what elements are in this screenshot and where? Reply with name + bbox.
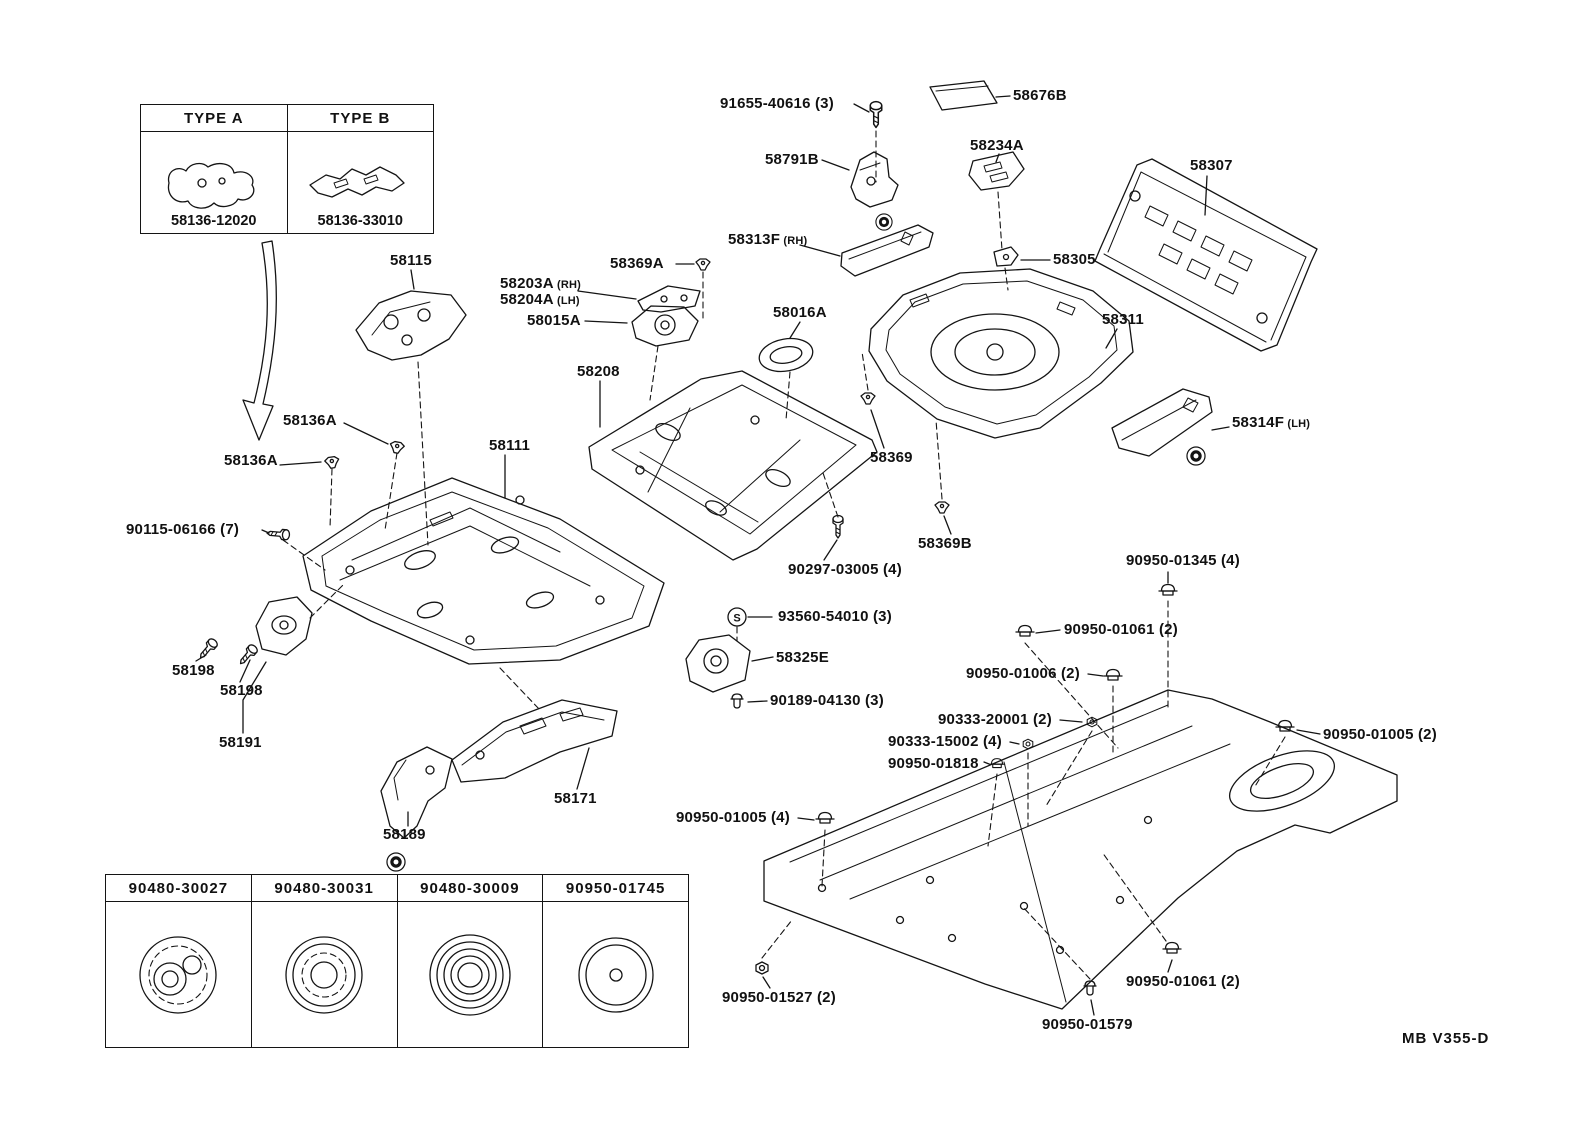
grommet-01061-icon — [1015, 624, 1035, 637]
type-a-part-number: 58136-12020 — [171, 213, 257, 229]
type-b-column: TYPE B 58136-33010 — [286, 105, 434, 233]
svg-text:S: S — [733, 613, 740, 625]
part-58307-drawing — [1094, 158, 1318, 352]
part-58171-drawing — [451, 699, 618, 783]
part-58234a-drawing — [968, 151, 1025, 191]
part-58305-drawing — [993, 246, 1019, 267]
type-table: TYPE A 58136-12020 TYPE B 58136-33010 — [140, 104, 434, 234]
grommet-column-3: 90480-30009 — [396, 875, 543, 1047]
part-58191-drawing — [255, 596, 313, 656]
grommet-ring-icon — [875, 213, 893, 231]
plug-90189-icon — [730, 693, 744, 709]
part-58208-drawing — [588, 370, 878, 561]
type-b-cell: 58136-33010 — [288, 132, 434, 233]
diagram-code: MB V355-D — [1402, 1030, 1490, 1047]
part-58325e-drawing — [685, 634, 751, 693]
bolt-90115-icon — [265, 527, 291, 541]
grommet-drawing-30027 — [139, 935, 218, 1014]
part-58676b-drawing — [929, 80, 998, 111]
clip-58136a-icon — [323, 455, 341, 470]
part-58203a-drawing — [637, 285, 701, 313]
part-58111-drawing — [302, 477, 665, 665]
type-a-clip-drawing — [167, 162, 255, 209]
grommet-column-2: 90480-30031 — [250, 875, 397, 1047]
part-58115-drawing — [355, 290, 467, 361]
part-58015a-drawing — [631, 305, 699, 347]
plug-01579-icon — [1083, 980, 1097, 996]
type-b-header: TYPE B — [287, 105, 433, 132]
clip-58369b-icon — [934, 501, 950, 514]
bolt-90297-icon — [832, 514, 844, 539]
bolt-91655-icon — [869, 100, 883, 129]
grommet-header-2: 90480-30031 — [251, 875, 397, 902]
part-58791b-drawing — [850, 151, 899, 208]
clip-58136a-icon — [388, 440, 406, 455]
grommet-01006-icon — [1103, 668, 1123, 681]
grommet-column-1: 90480-30027 — [106, 875, 251, 1047]
grommet-cell-1 — [106, 902, 251, 1047]
part-58313f-drawing — [840, 213, 934, 277]
leader-lines — [195, 95, 1321, 1016]
grommet-drawing-30009 — [429, 933, 511, 1016]
part-58189-drawing — [380, 746, 453, 872]
clip-58369a-icon — [695, 258, 711, 271]
grommet-header-1: 90480-30027 — [106, 875, 251, 902]
grommet-drawing-30031 — [285, 935, 363, 1014]
grommet-column-4: 90950-01745 — [542, 875, 688, 1047]
clip-58369-icon — [860, 392, 876, 405]
grommet-cell-4 — [543, 902, 688, 1047]
grommet-cell-2 — [252, 902, 397, 1047]
grommet-drawing-01745 — [577, 936, 654, 1013]
nut-01527-icon — [755, 961, 769, 975]
type-reference-arrow — [242, 240, 277, 441]
fastener-15002-icon — [1022, 738, 1034, 750]
screw-symbol-93560: S — [727, 607, 747, 627]
bolt-58198-icon — [196, 636, 220, 662]
grommet-01061-icon — [1162, 941, 1182, 954]
type-a-header: TYPE A — [141, 105, 287, 132]
grommet-cell-3 — [398, 902, 543, 1047]
part-58311-drawing — [868, 268, 1134, 439]
type-b-part-number: 58136-33010 — [317, 213, 403, 229]
part-58016a-drawing — [758, 337, 814, 373]
projection-lines — [282, 130, 1286, 980]
fastener-icons — [755, 514, 1295, 996]
grommet-ring-icon — [386, 852, 406, 872]
grommet-header-4: 90950-01745 — [543, 875, 688, 902]
grommet-header-3: 90480-30009 — [397, 875, 543, 902]
type-a-column: TYPE A 58136-12020 — [141, 105, 287, 233]
grommet-01005-icon — [815, 811, 835, 824]
part-58314f-drawing — [1111, 388, 1213, 466]
type-a-cell: 58136-12020 — [141, 132, 287, 233]
grommet-ring-icon — [1186, 446, 1206, 466]
grommet-table: 90480-30027 90480-30031 — [105, 874, 689, 1048]
grommet-01005-icon — [1275, 719, 1295, 732]
part-under-cover-drawing — [763, 689, 1398, 1010]
grommet-01345-icon — [1158, 583, 1178, 596]
type-b-clip-drawing — [309, 166, 405, 198]
